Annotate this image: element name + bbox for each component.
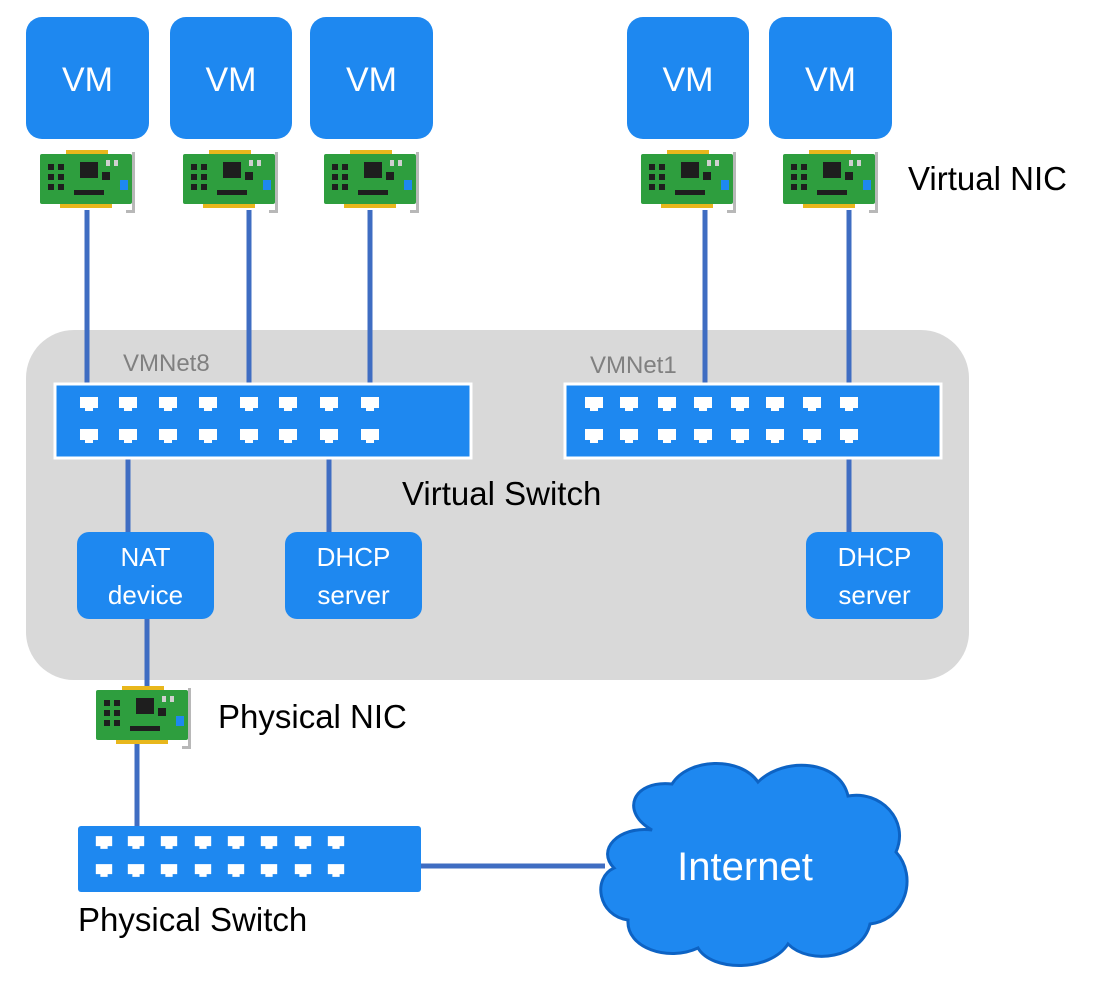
dhcp-server-line1: DHCP	[838, 542, 912, 572]
physical-switch[interactable]	[78, 826, 421, 892]
vmnet1-switch[interactable]	[563, 382, 943, 460]
internet-cloud[interactable]: Internet	[599, 762, 909, 967]
network-card-icon	[324, 150, 419, 213]
nat-device-line2: device	[108, 580, 183, 610]
dhcp-server-vmnet1[interactable]: DHCP server	[806, 532, 943, 619]
virtual-nic-label: Virtual NIC	[908, 160, 1067, 197]
dhcp-server-line2: server	[838, 580, 911, 610]
network-card-icon	[40, 150, 135, 213]
nat-device-line1: NAT	[120, 542, 170, 572]
internet-label: Internet	[677, 845, 813, 889]
dhcp-server-line2: server	[317, 580, 390, 610]
cloud-icon	[599, 762, 909, 967]
ethernet-switch-icon	[53, 382, 473, 460]
network-card-icon	[96, 686, 191, 749]
network-card-icon	[783, 150, 878, 213]
vm-box[interactable]: VM	[170, 17, 292, 139]
vm-box[interactable]: VM	[627, 17, 749, 139]
vm-label: VM	[663, 61, 714, 99]
vm-box[interactable]: VM	[26, 17, 149, 139]
ethernet-switch-icon	[563, 382, 943, 460]
vmnet8-label: VMNet8	[123, 350, 210, 377]
vm-label: VM	[805, 61, 856, 99]
physical-nic-label: Physical NIC	[218, 698, 407, 735]
ethernet-switch-icon	[78, 826, 421, 892]
vm-box[interactable]: VM	[769, 17, 892, 139]
network-card-icon	[183, 150, 278, 213]
dhcp-server-vmnet8[interactable]: DHCP server	[285, 532, 422, 619]
vm-label: VM	[346, 61, 397, 99]
vmnet8-switch[interactable]	[53, 382, 473, 460]
virtual-switch-label: Virtual Switch	[402, 475, 601, 512]
vm-box[interactable]: VM	[310, 17, 433, 139]
vm-label: VM	[206, 61, 257, 99]
physical-switch-label: Physical Switch	[78, 901, 307, 938]
dhcp-server-line1: DHCP	[317, 542, 391, 572]
nat-device[interactable]: NAT device	[77, 532, 214, 619]
vmnet1-label: VMNet1	[590, 352, 677, 379]
vm-label: VM	[62, 61, 113, 99]
network-card-icon	[641, 150, 736, 213]
